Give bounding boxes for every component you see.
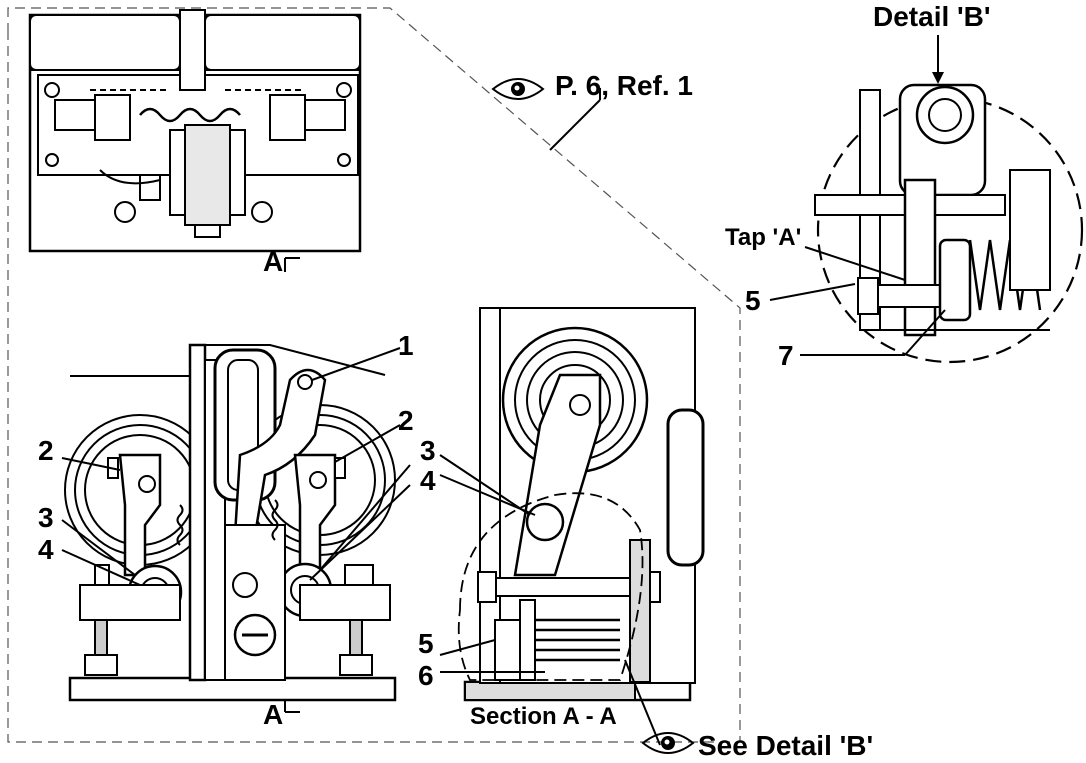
section-label: Section A - A bbox=[470, 703, 617, 730]
item-1-label: 1 bbox=[398, 330, 414, 361]
item-2-label-right: 2 bbox=[398, 405, 414, 436]
detail-b-view bbox=[814, 83, 1084, 364]
see-detail-label: See Detail 'B' bbox=[698, 730, 873, 761]
item-7-label: 7 bbox=[778, 340, 794, 371]
p6-ref-label: P. 6, Ref. 1 bbox=[555, 70, 693, 101]
item-6-label: 6 bbox=[418, 660, 434, 691]
section-a-top: A bbox=[263, 246, 283, 277]
leader-lines bbox=[61, 35, 946, 746]
top-view bbox=[28, 9, 362, 253]
eye-icon bbox=[641, 732, 695, 754]
figure-boundary bbox=[7, 7, 741, 743]
section-a-bottom: A bbox=[263, 699, 283, 730]
item-4-label-left: 4 bbox=[38, 534, 54, 565]
item-4-label-section: 4 bbox=[420, 465, 436, 496]
tap-a-label: Tap 'A' bbox=[725, 224, 801, 251]
item-5-label-section: 5 bbox=[418, 628, 434, 659]
item-3-label-left: 3 bbox=[38, 502, 54, 533]
section-view bbox=[457, 307, 705, 702]
item-3-label-section: 3 bbox=[420, 435, 436, 466]
item-2-label-left: 2 bbox=[38, 435, 54, 466]
eye-icon bbox=[491, 78, 545, 100]
detail-b-title: Detail 'B' bbox=[873, 1, 991, 32]
item-5-label-detail: 5 bbox=[745, 285, 761, 316]
front-view bbox=[64, 257, 397, 713]
